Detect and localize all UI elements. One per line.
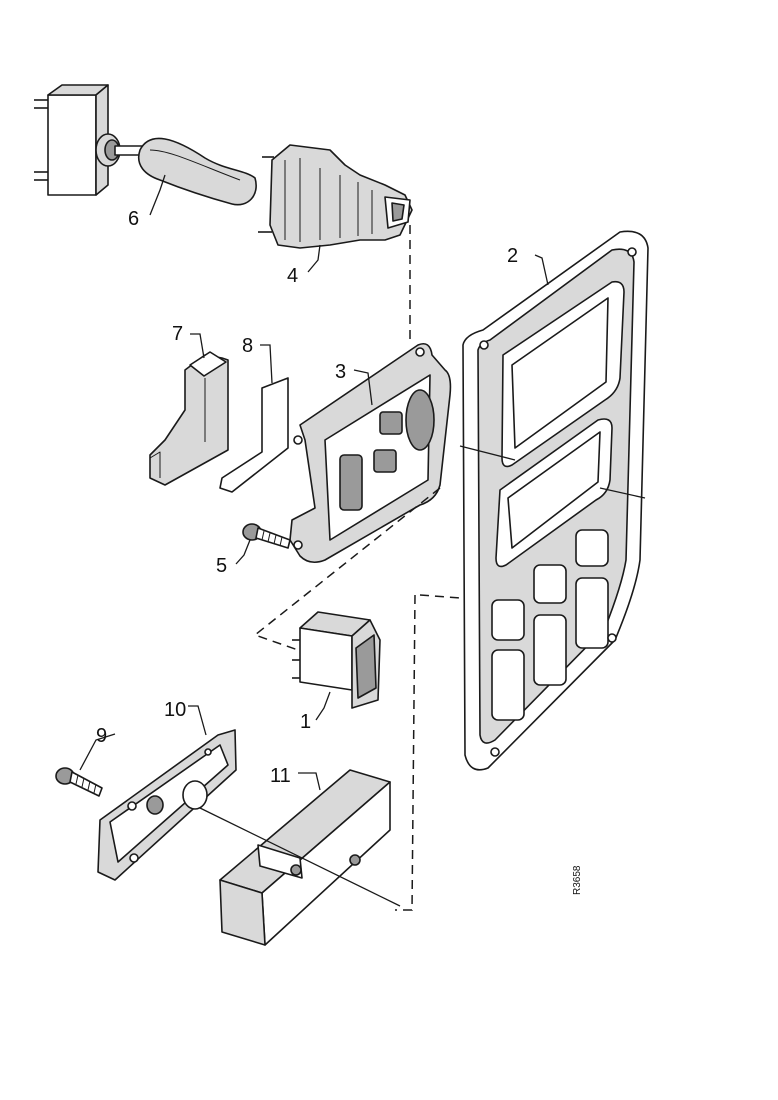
callout-labels: 6 4 2 3 7 8 5 1 9 10 11 R3658 [96,208,583,895]
part-7-clip [149,351,229,486]
callout-8: 8 [242,335,253,357]
part-3-mounting-bracket [289,342,452,564]
part-1-rocker-switch [292,611,381,709]
part-4-rubber-boot [258,144,413,249]
callout-7: 7 [172,323,183,345]
reference-code: R3658 [572,865,583,895]
callout-3: 3 [335,361,346,383]
part-5-screw [242,523,291,549]
part-6-lever-switch [34,84,257,206]
callout-6: 6 [128,208,139,230]
callout-9: 9 [96,725,107,747]
callout-leaders [79,174,549,791]
callout-2: 2 [507,245,518,267]
callout-10: 10 [164,699,186,721]
callout-11: 11 [270,765,291,787]
part-9-screw [55,767,103,797]
part-11-block [219,769,391,946]
part-2-switch-panel [462,230,649,771]
part-10-base-plate [97,729,237,881]
assembly-guide-lines [199,225,646,911]
callout-5: 5 [216,555,227,577]
part-8-plate [219,377,289,493]
callout-4: 4 [287,265,298,287]
callout-1: 1 [300,711,311,733]
